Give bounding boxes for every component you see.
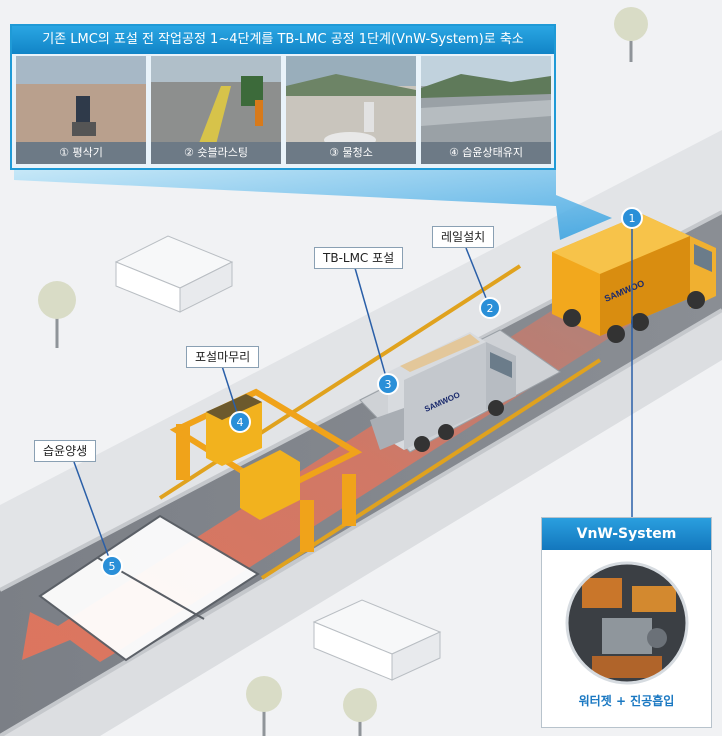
marker-2: 2 [479,297,501,319]
finishing-machine [169,388,363,552]
vnw-title: VnW-System [542,518,711,550]
label-finishing: 포설마무리 [186,346,260,368]
building-bottom [312,599,442,681]
tree-bottom-2 [343,688,377,736]
vnw-detail-photo [565,561,689,685]
banner-title: 기존 LMC의 포설 전 작업공정 1~4단계를 TB-LMC 공정 1단계(V… [12,26,554,54]
vnw-system-panel: VnW-System 워터젯 + 진공흡입 [541,517,712,728]
label-tblmc-paving: TB-LMC 포설 [314,247,404,269]
vnw-truck: SAMWOO [552,214,716,343]
step-photo-3: ③ 물청소 [286,56,416,164]
svg-text:4: 4 [237,416,244,429]
projection-beam [14,170,612,240]
tree-bottom-1 [246,676,282,736]
label-rail-install: 레일설치 [432,226,495,248]
marker-1: 1 [621,207,643,229]
photo-wet-state [421,56,551,164]
step-photo-4: ④ 습윤상태유지 [421,56,551,164]
svg-text:2: 2 [487,302,494,315]
process-banner: 기존 LMC의 포설 전 작업공정 1~4단계를 TB-LMC 공정 1단계(V… [10,24,556,170]
marker-5: 5 [101,555,123,577]
step-caption-2: ② 숏블라스팅 [151,142,281,164]
step-photo-1: ① 평삭기 [16,56,146,164]
step-caption-4: ④ 습윤상태유지 [421,142,551,164]
label-wet-curing: 습윤양생 [34,440,97,462]
step-caption-3: ③ 물청소 [286,142,416,164]
vnw-caption: 워터젯 + 진공흡입 [578,694,675,708]
svg-text:5: 5 [109,560,116,573]
svg-text:1: 1 [629,212,636,225]
paver-truck: SAMWOO [370,332,516,452]
tree-left [38,281,76,348]
marker-4: 4 [229,411,251,433]
building-top [114,235,234,313]
tree-top-right [614,7,648,62]
svg-text:3: 3 [385,378,392,391]
step-photo-2: ② 숏블라스팅 [151,56,281,164]
marker-3: 3 [377,373,399,395]
step-caption-1: ① 평삭기 [16,142,146,164]
